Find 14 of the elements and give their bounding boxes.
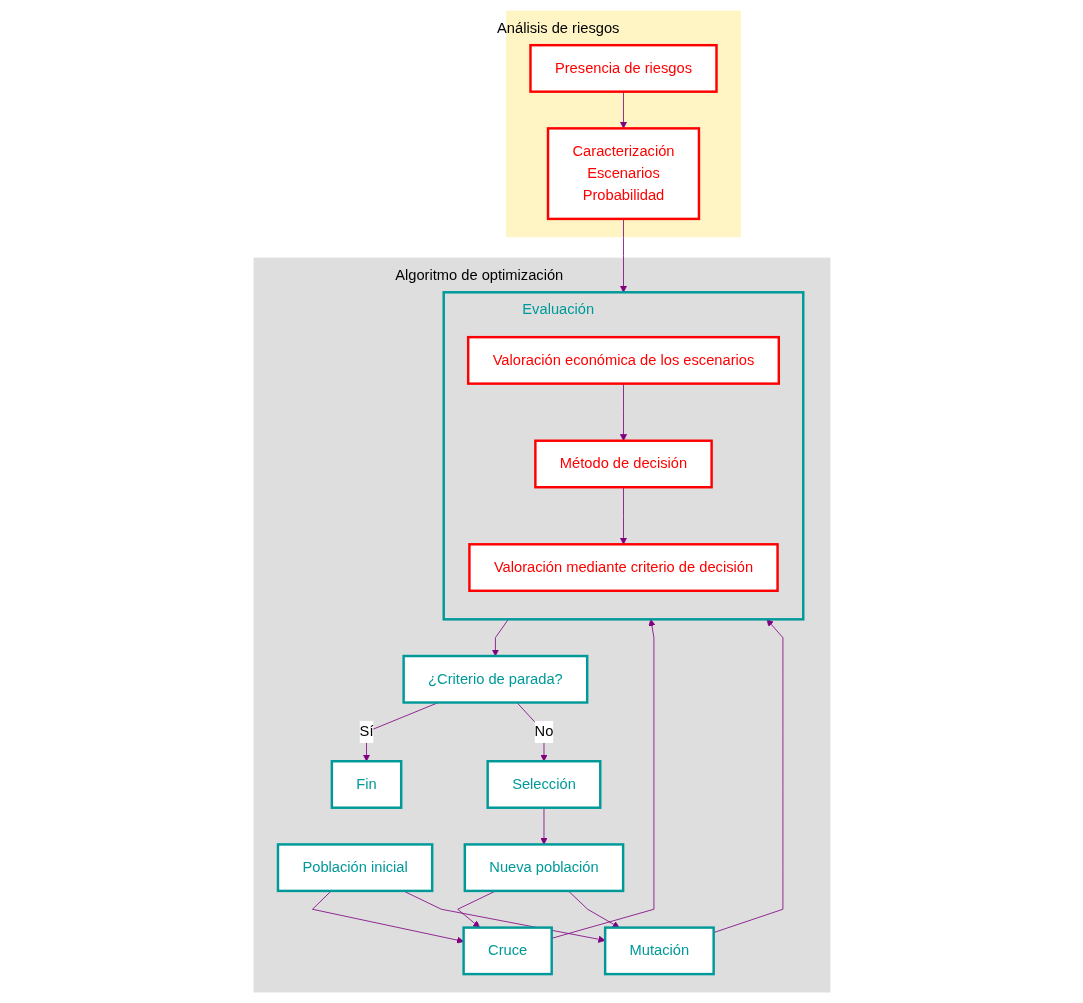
node-box: Nueva población [463, 843, 624, 893]
node-box: ¿Criterio de parada? [401, 654, 588, 704]
edge-label: No [534, 723, 553, 740]
node-box: Población inicial [276, 843, 433, 893]
node-box: Fin [330, 760, 402, 809]
node-box: Selección [485, 760, 601, 809]
edge-label: Sí [359, 723, 373, 740]
node-box: Método de decisión [533, 439, 713, 489]
node-box: Valoración mediante criterio de decisión [467, 543, 779, 593]
node-box: Mutación [603, 926, 715, 976]
node-box: Presencia de riesgos [528, 43, 718, 93]
node-box: Valoración económica de los escenarios [466, 335, 780, 385]
node-box: Cruce [461, 926, 553, 976]
node-box: Caracterización Escenarios Probabilidad [546, 127, 700, 221]
